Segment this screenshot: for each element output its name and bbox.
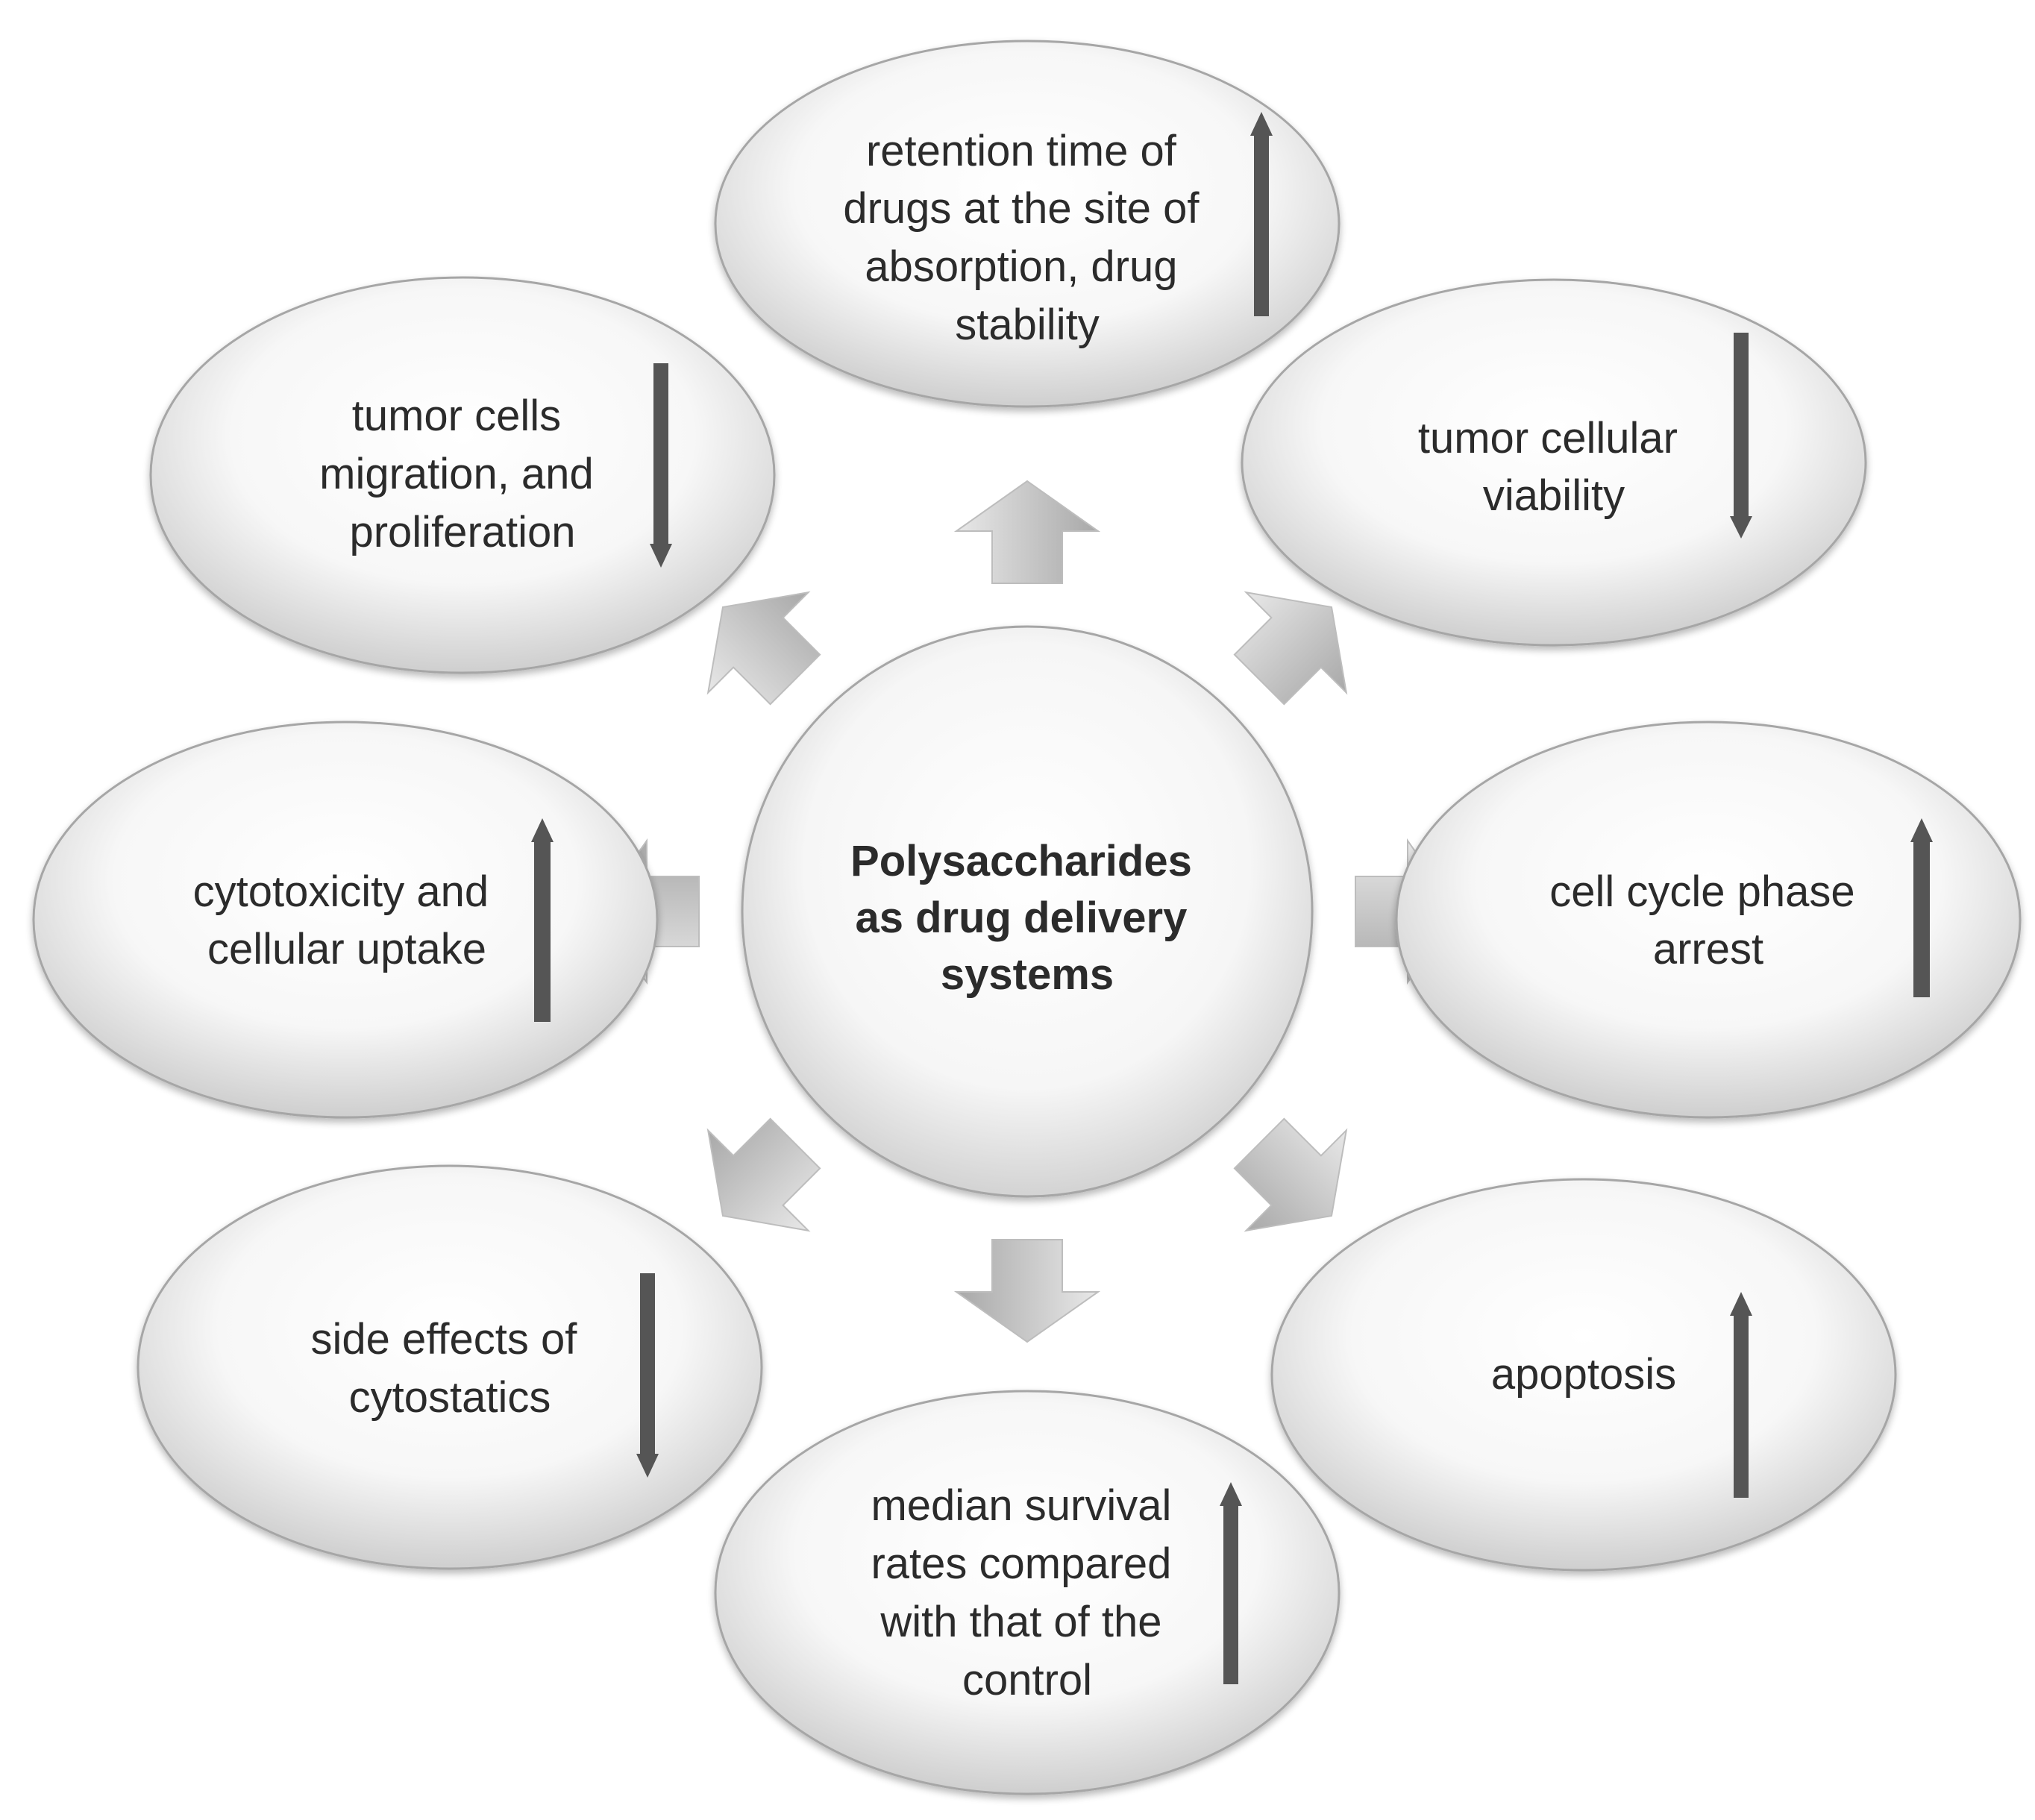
effect-label-line: retention time of: [866, 127, 1177, 175]
effect-label: cytotoxicity and cellular uptake: [193, 867, 501, 973]
connector-arrow-apoptosis: [1233, 1117, 1348, 1232]
effect-node-migration: tumor cells migration, and proliferation: [149, 276, 776, 674]
connector-arrow-shape: [1233, 1117, 1348, 1232]
effect-label-line: rates compared: [871, 1540, 1171, 1588]
effect-label: retention time of drugs at the site of a…: [843, 127, 1211, 349]
effect-label-line: proliferation: [349, 508, 575, 556]
effect-label-line: tumor cellular: [1418, 414, 1678, 462]
connector-arrow-shape: [953, 1239, 1101, 1343]
decrease-arrow-icon: [650, 363, 672, 568]
effect-node-viability: tumor cellular viability: [1241, 278, 1867, 647]
effect-label: tumor cells migration, and proliferation: [319, 392, 606, 556]
effect-ellipse: [714, 40, 1341, 408]
effect-label-line: tumor cells: [352, 392, 561, 440]
effect-ellipse: [149, 276, 776, 674]
effect-label-line: stability: [955, 301, 1099, 349]
effect-label-line: side effects of: [311, 1315, 578, 1364]
effect-ellipse: [1395, 721, 2022, 1119]
connector-arrow-side-effects: [706, 1117, 821, 1232]
effect-ellipse: [714, 1390, 1341, 1795]
effect-node-retention: retention time of drugs at the site of a…: [714, 40, 1341, 408]
effect-label-line: cytostatics: [349, 1373, 551, 1422]
effect-label-line: absorption, drug: [865, 242, 1177, 291]
effect-label: apoptosis: [1491, 1350, 1676, 1399]
increase-arrow-icon: [1730, 1292, 1752, 1498]
connector-arrow-shape: [706, 1117, 821, 1232]
effect-label-line: apoptosis: [1491, 1350, 1676, 1399]
effect-label-line: drugs at the site of: [843, 184, 1200, 233]
connector-arrow-viability: [1233, 591, 1348, 706]
effect-label-line: median survival: [871, 1481, 1171, 1530]
connector-arrow-survival: [953, 1239, 1101, 1343]
increase-arrow-icon: [531, 818, 554, 1022]
effect-ellipse: [1241, 278, 1867, 647]
connector-arrow-shape: [953, 480, 1101, 584]
effect-label-line: cytotoxicity and: [193, 867, 489, 916]
effect-label: side effects of cytostatics: [311, 1315, 589, 1422]
effect-label-line: with that of the: [879, 1598, 1161, 1646]
effect-label-line: cellular uptake: [207, 925, 486, 973]
center-label-line: as drug delivery: [856, 894, 1188, 942]
effect-label-line: arrest: [1653, 925, 1763, 973]
effect-label-line: viability: [1483, 471, 1625, 520]
center-circle: [741, 625, 1314, 1198]
decrease-arrow-icon: [636, 1273, 659, 1478]
effect-node-cytotoxicity: cytotoxicity and cellular uptake: [32, 721, 659, 1119]
effect-node-apoptosis: apoptosis: [1270, 1178, 1897, 1572]
effect-ellipse: [32, 721, 659, 1119]
effect-label: median survival rates compared with that…: [871, 1481, 1183, 1704]
increase-arrow-icon: [1220, 1482, 1242, 1684]
effect-ellipse: [137, 1164, 763, 1570]
increase-arrow-icon: [1910, 818, 1933, 997]
connector-arrow-shape: [706, 591, 821, 706]
center-label-line: systems: [941, 950, 1114, 999]
center-label-line: Polysaccharides: [850, 837, 1192, 885]
effect-node-survival: median survival rates compared with that…: [714, 1390, 1341, 1795]
connector-arrow-migration: [706, 591, 821, 706]
connector-arrow-shape: [1233, 591, 1348, 706]
center-node: Polysaccharides as drug delivery systems: [741, 625, 1314, 1198]
effect-label-line: control: [962, 1656, 1092, 1704]
effect-label: tumor cellular viability: [1418, 414, 1690, 520]
effect-label-line: migration, and: [319, 450, 594, 498]
connector-arrow-retention: [953, 480, 1101, 584]
increase-arrow-icon: [1250, 112, 1273, 316]
effect-node-side-effects: side effects of cytostatics: [137, 1164, 763, 1570]
effect-node-cell-cycle: cell cycle phase arrest: [1395, 721, 2022, 1119]
effect-label-line: cell cycle phase: [1549, 867, 1854, 916]
decrease-arrow-icon: [1730, 333, 1752, 539]
effect-label: cell cycle phase arrest: [1549, 867, 1867, 973]
center-label: Polysaccharides as drug delivery systems: [850, 837, 1204, 999]
